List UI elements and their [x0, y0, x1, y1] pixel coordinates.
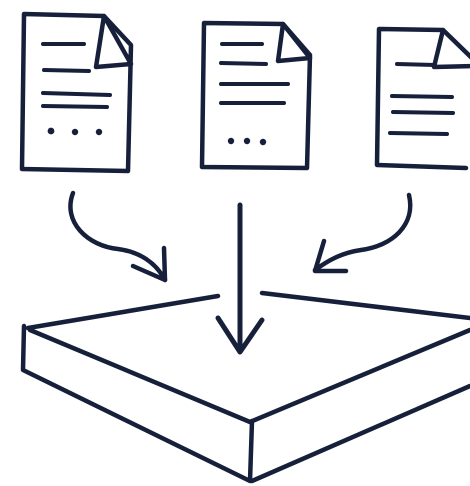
arrow-center — [215, 202, 265, 355]
document-left-text-line — [41, 91, 112, 97]
document-center-outline — [199, 20, 313, 171]
arrow-center-head — [215, 315, 265, 355]
arrow-left-head — [130, 245, 168, 283]
document-left-dot — [95, 128, 103, 136]
document-right-text-line — [388, 131, 449, 136]
document-center-dot — [227, 137, 235, 145]
document-right — [374, 26, 470, 171]
document-left-text-line — [41, 104, 109, 109]
document-center-dot — [243, 137, 251, 145]
document-left-text-line — [42, 68, 91, 73]
document-right-fold — [431, 27, 470, 70]
platform-left-face — [20, 323, 255, 484]
document-center-text-line — [219, 61, 268, 66]
platform-box — [20, 290, 470, 484]
arrow-right-shaft — [312, 192, 413, 273]
document-right-text-line — [395, 62, 437, 67]
document-center-fold — [275, 21, 313, 64]
document-center-dot — [259, 138, 267, 146]
document-left-fold — [93, 13, 134, 70]
document-right-text-line — [391, 110, 455, 115]
document-left-dot — [47, 127, 55, 135]
document-right-text-line — [390, 94, 454, 99]
platform-right-face — [249, 383, 470, 484]
arrow-right — [312, 192, 413, 274]
arrow-left — [68, 190, 168, 283]
document-center — [199, 20, 313, 171]
document-left — [19, 11, 134, 174]
document-left-dot — [71, 128, 79, 136]
arrow-left-shaft — [68, 190, 168, 283]
document-left-outline — [19, 11, 134, 174]
arrow-right-head — [312, 238, 349, 274]
